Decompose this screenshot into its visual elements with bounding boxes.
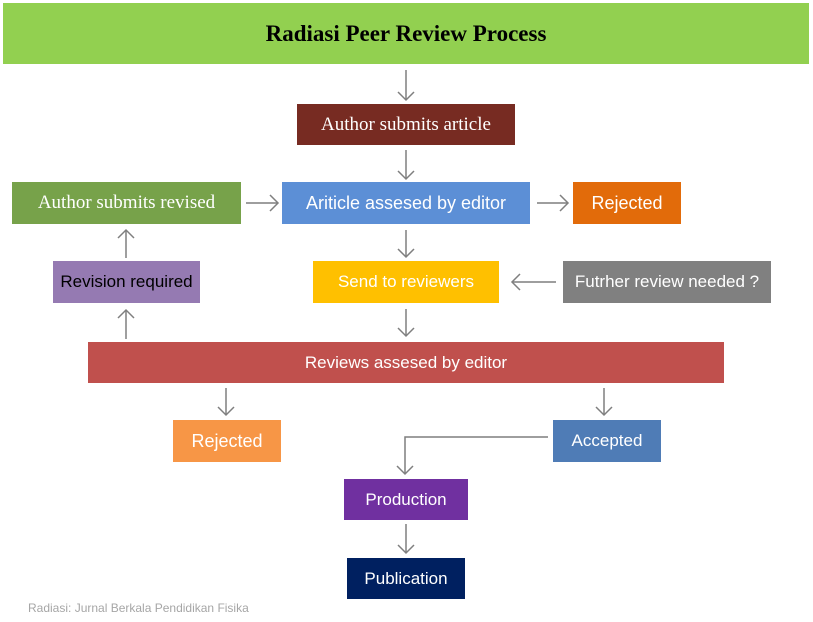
node-publication: Publication <box>347 558 465 599</box>
node-label: Author submits revised <box>37 192 216 213</box>
arrow-reviews-assessed-to-rejected <box>217 388 235 417</box>
arrow-reviews-assessed-to-accepted <box>595 388 613 417</box>
page-title: Radiasi Peer Review Process <box>265 20 547 46</box>
node-rejected-bottom: Rejected <box>173 420 281 462</box>
arrow-reviews-assessed-to-revision <box>117 308 135 339</box>
node-label: Revision required <box>60 272 193 291</box>
node-label: Publication <box>364 568 448 588</box>
arrow-accepted-to-production <box>396 436 548 476</box>
footer-credit: Radiasi: Jurnal Berkala Pendidikan Fisik… <box>28 601 249 615</box>
node-reviews-assessed-by-editor: Reviews assesed by editor <box>88 342 724 383</box>
node-author-submits-article: Author submits article <box>297 104 515 145</box>
node-send-to-reviewers: Send to reviewers <box>313 261 499 303</box>
node-production: Production <box>344 479 468 520</box>
arrow-production-to-publication <box>397 524 415 555</box>
arrow-revised-to-assessed <box>246 194 280 212</box>
arrow-assessed-to-reviewers <box>397 230 415 259</box>
node-further-review-needed: Futrher review needed ? <box>563 261 771 303</box>
arrow-revision-to-revised <box>117 228 135 258</box>
node-revision-required: Revision required <box>53 261 200 303</box>
node-author-submits-revised: Author submits revised <box>12 182 241 224</box>
node-article-assessed-by-editor: Ariticle assesed by editor <box>282 182 530 224</box>
node-accepted: Accepted <box>553 420 661 462</box>
node-label: Accepted <box>571 431 643 450</box>
node-label: Rejected <box>591 192 663 213</box>
node-label: Production <box>365 489 447 509</box>
arrow-title-to-author-submits <box>397 70 415 102</box>
arrow-further-review-to-reviewers <box>510 273 556 291</box>
node-label: Ariticle assesed by editor <box>305 192 507 213</box>
arrow-author-submits-to-assessed <box>397 150 415 181</box>
node-label: Author submits article <box>321 113 491 135</box>
arrow-reviewers-to-reviews-assessed <box>397 309 415 338</box>
arrow-assessed-to-rejected <box>537 194 570 212</box>
node-label: Send to reviewers <box>337 272 475 291</box>
node-label: Reviews assesed by editor <box>304 352 508 372</box>
node-label: Futrher review needed ? <box>574 272 760 291</box>
title-banner: Radiasi Peer Review Process <box>3 3 809 64</box>
node-rejected-top: Rejected <box>573 182 681 224</box>
node-label: Rejected <box>191 430 263 451</box>
